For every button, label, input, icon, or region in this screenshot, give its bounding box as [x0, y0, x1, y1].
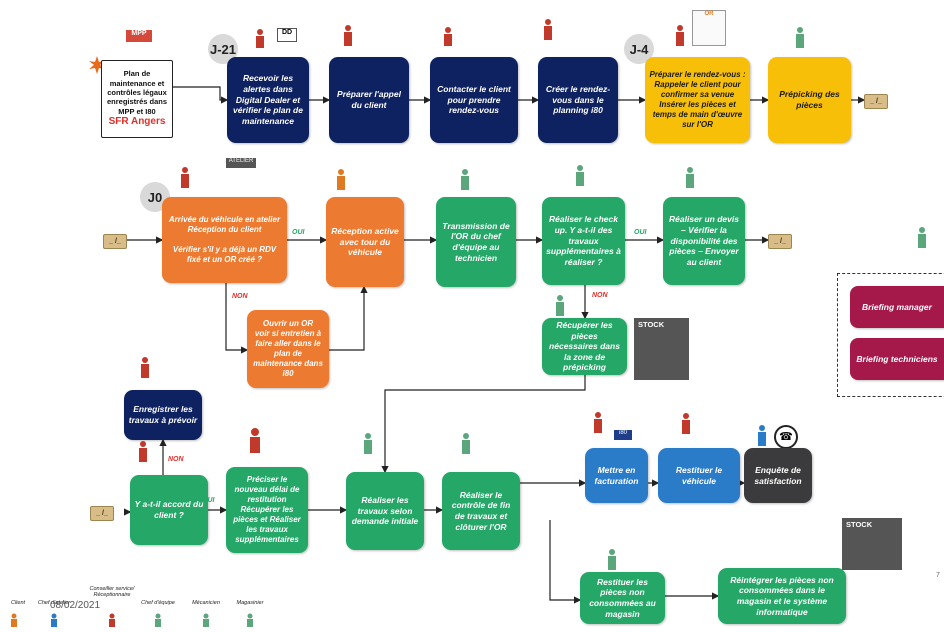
- step-enregistrer-travaux: Enregistrer les travaux à prévoir: [124, 390, 202, 440]
- page-number: 7: [936, 572, 940, 579]
- label-non: NON: [168, 456, 184, 463]
- stock-shelf-icon-2: STOCK: [842, 518, 902, 570]
- step-reintegrer-pieces: Réintégrer les pièces non consommées dan…: [718, 568, 846, 624]
- briefing-panel: [837, 273, 944, 397]
- step-prepicking: Prépicking des pièces: [768, 57, 851, 143]
- atelier-badge: ATELIER: [226, 158, 256, 168]
- step-restituer-pieces: Restituer les pièces non consommées au m…: [580, 572, 665, 624]
- label-oui: OUI: [202, 497, 215, 504]
- legend-icons: [11, 613, 253, 627]
- step-transmission-or: Transmission de l'OR du chef d'équipe au…: [436, 197, 516, 287]
- alert-star-icon: [88, 56, 106, 74]
- stock-label: STOCK: [846, 520, 873, 529]
- legend-mecanicien: Mécanicien: [192, 600, 220, 606]
- step-preciser-delai: Préciser le nouveau délai de restitution…: [226, 467, 308, 553]
- step-accord-client: Y a-t-il accord du client ?: [130, 475, 208, 545]
- step-devis: Réaliser un devis – Vérifier la disponib…: [663, 197, 745, 285]
- phone-icon: ☎: [774, 425, 798, 449]
- step-enquete-satisfaction: Enquête de satisfaction: [744, 448, 812, 503]
- step-creer-rdv: Créer le rendez-vous dans le planning i8…: [538, 57, 618, 143]
- label-non: NON: [592, 292, 608, 299]
- step-ouvrir-or: Ouvrir un OR voir si entretien à faire a…: [247, 310, 329, 388]
- legend-chef-atelier: Chef d'atelier: [37, 600, 71, 606]
- stock-label: STOCK: [638, 320, 665, 329]
- label-non: NON: [232, 293, 248, 300]
- label-oui: OUI: [292, 229, 305, 236]
- footer-date: 08/02/2021: [50, 600, 101, 611]
- connector-placeholder: _ /_: [768, 234, 792, 249]
- i80-badge: i80: [614, 430, 632, 440]
- label-oui: OUI: [634, 229, 647, 236]
- step-recuperer-pieces: Récupérer les pièces nécessaires dans la…: [542, 318, 627, 375]
- step-realiser-travaux: Réaliser les travaux selon demande initi…: [346, 472, 424, 550]
- legend-magasinier: Magasinier: [236, 600, 264, 606]
- step-preparer-rdv: Préparer le rendez-vous : Rappeler le cl…: [645, 57, 750, 143]
- step-facturation: Mettre en facturation: [585, 448, 648, 503]
- stock-shelf-icon: STOCK: [634, 318, 689, 380]
- step-contacter-client: Contacter le client pour prendre rendez-…: [430, 57, 518, 143]
- step-arrivee-vehicule: Arrivée du véhicule en atelier Réception…: [162, 197, 287, 283]
- legend-chef-equipe: Chef d'équipe: [141, 600, 175, 606]
- or-document-icon: OR: [692, 10, 726, 46]
- legend-client: Client: [10, 600, 26, 606]
- connector-placeholder: _ /_: [103, 234, 127, 249]
- legend-conseiller: Conseiller service/ Réceptionnaire: [89, 586, 135, 599]
- connector-placeholder: _ /_: [864, 94, 888, 109]
- mpp-badge: MPP: [126, 30, 152, 42]
- step-reception-active: Réception active avec tour du véhicule: [326, 197, 404, 287]
- connector-placeholder: _ /_: [90, 506, 114, 521]
- step-recevoir-alertes: Recevoir les alertes dans Digital Dealer…: [227, 57, 309, 143]
- dd-badge: DD: [277, 28, 297, 42]
- step-check-up: Réaliser le check up. Y a-t-il des trava…: [542, 197, 625, 285]
- step-plan-maintenance: Plan de maintenance et contrôles légaux …: [101, 60, 173, 138]
- briefing-manager: Briefing manager: [850, 286, 944, 328]
- step-restituer-vehicule: Restituer le véhicule: [658, 448, 740, 503]
- briefing-techniciens: Briefing techniciens: [850, 338, 944, 380]
- step-controle-fin: Réaliser le contrôle de fin de travaux e…: [442, 472, 520, 550]
- step-preparer-appel: Préparer l'appel du client: [329, 57, 409, 143]
